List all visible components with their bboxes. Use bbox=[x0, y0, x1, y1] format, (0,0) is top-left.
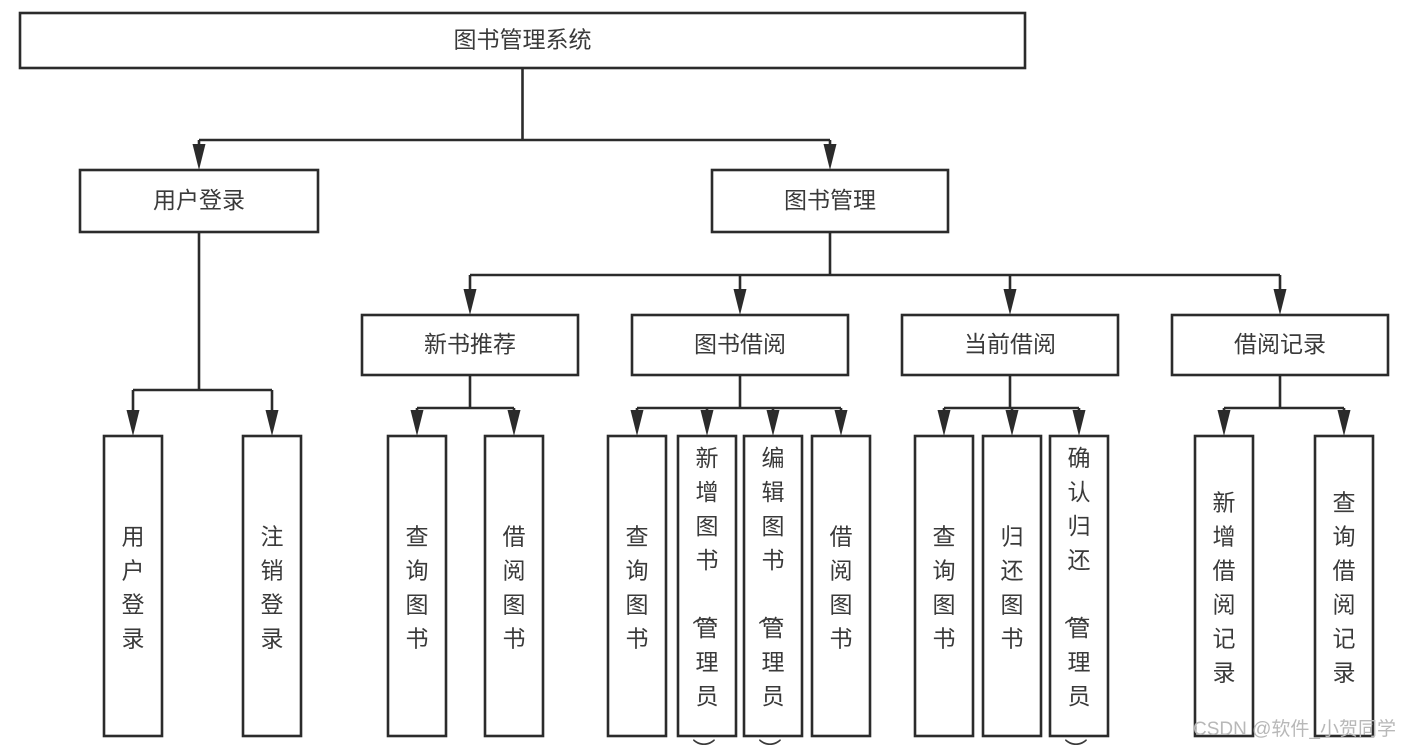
arrow-head-icon bbox=[733, 289, 747, 315]
arrow-head-icon bbox=[823, 144, 837, 170]
branch-root-to-level2 bbox=[192, 68, 837, 170]
node-label: 用户登录 bbox=[153, 187, 245, 213]
node-label: 图书管理系统 bbox=[454, 27, 592, 53]
node-label: 编辑图书（管理员） bbox=[757, 445, 785, 747]
arrow-head-icon bbox=[1217, 410, 1231, 436]
arrow-head-icon bbox=[766, 410, 780, 436]
node-leaf-8[interactable]: 借阅图书 bbox=[810, 434, 872, 738]
branch-1-to-leaves bbox=[410, 375, 521, 436]
node-label: 借阅记录 bbox=[1234, 331, 1326, 357]
node-label: 图书借阅 bbox=[694, 331, 786, 357]
node-leaf-3[interactable]: 查询图书 bbox=[386, 434, 448, 738]
node-label: 借阅图书 bbox=[830, 524, 853, 652]
arrow-head-icon bbox=[700, 410, 714, 436]
arrow-head-icon bbox=[1003, 289, 1017, 315]
branch-user-login-to-leaves bbox=[126, 232, 279, 436]
node-leaf-11[interactable]: 确认归还（管理员） bbox=[1048, 434, 1110, 747]
node-label: 新书推荐 bbox=[424, 331, 516, 357]
node-level2-2[interactable]: 图书管理 bbox=[710, 168, 950, 234]
node-label: 借阅图书 bbox=[503, 524, 526, 652]
node-level2-1[interactable]: 用户登录 bbox=[78, 168, 320, 234]
arrow-head-icon bbox=[1072, 410, 1086, 436]
arrow-head-icon bbox=[630, 410, 644, 436]
node-label: 查询图书 bbox=[626, 524, 649, 652]
node-label: 确认归还（管理员） bbox=[1063, 445, 1091, 747]
node-boxes-group: 图书管理系统用户登录图书管理新书推荐图书借阅当前借阅借阅记录用户登录注销登录查询… bbox=[18, 11, 1390, 747]
branch-book-management-to-level3 bbox=[463, 232, 1287, 315]
node-level3-1[interactable]: 新书推荐 bbox=[360, 313, 580, 377]
node-root-system[interactable]: 图书管理系统 bbox=[18, 11, 1027, 70]
branch-3-to-leaves bbox=[937, 375, 1086, 436]
node-leaf-10[interactable]: 归还图书 bbox=[981, 434, 1043, 738]
node-leaf-7[interactable]: 编辑图书（管理员） bbox=[742, 434, 804, 747]
node-leaf-5[interactable]: 查询图书 bbox=[606, 434, 668, 738]
node-leaf-9[interactable]: 查询图书 bbox=[913, 434, 975, 738]
node-label: 查询图书 bbox=[933, 524, 956, 652]
node-label: 用户登录 bbox=[122, 524, 145, 652]
arrow-head-icon bbox=[834, 410, 848, 436]
node-level3-2[interactable]: 图书借阅 bbox=[630, 313, 850, 377]
arrow-head-icon bbox=[1273, 289, 1287, 315]
csdn-watermark: CSDN @软件_小贺同学 bbox=[1193, 718, 1396, 740]
node-level3-3[interactable]: 当前借阅 bbox=[900, 313, 1120, 377]
arrow-head-icon bbox=[937, 410, 951, 436]
node-leaf-1[interactable]: 用户登录 bbox=[102, 434, 164, 738]
arrow-head-icon bbox=[507, 410, 521, 436]
branch-2-to-leaves bbox=[630, 375, 848, 436]
arrow-head-icon bbox=[192, 144, 206, 170]
arrow-head-icon bbox=[1337, 410, 1351, 436]
arrow-head-icon bbox=[463, 289, 477, 315]
branch-4-to-leaves bbox=[1217, 375, 1351, 436]
node-label: 当前借阅 bbox=[964, 331, 1056, 357]
node-label: 归还图书 bbox=[1001, 524, 1024, 652]
node-label: 注销登录 bbox=[261, 524, 284, 652]
node-leaf-4[interactable]: 借阅图书 bbox=[483, 434, 545, 738]
node-label: 新增图书（管理员） bbox=[691, 445, 719, 747]
connector-lines-group bbox=[126, 68, 1351, 436]
node-label: 新增借阅记录 bbox=[1213, 490, 1236, 686]
node-label: 查询借阅记录 bbox=[1333, 490, 1356, 686]
node-level3-4[interactable]: 借阅记录 bbox=[1170, 313, 1390, 377]
node-leaf-13[interactable]: 查询借阅记录 bbox=[1313, 434, 1375, 738]
node-leaf-2[interactable]: 注销登录 bbox=[241, 434, 303, 738]
node-leaf-12[interactable]: 新增借阅记录 bbox=[1193, 434, 1255, 738]
arrow-head-icon bbox=[410, 410, 424, 436]
node-label: 图书管理 bbox=[784, 187, 876, 213]
arrow-head-icon bbox=[1005, 410, 1019, 436]
node-leaf-6[interactable]: 新增图书（管理员） bbox=[676, 434, 738, 747]
arrow-head-icon bbox=[126, 410, 140, 436]
arrow-head-icon bbox=[265, 410, 279, 436]
node-label: 查询图书 bbox=[406, 524, 429, 652]
